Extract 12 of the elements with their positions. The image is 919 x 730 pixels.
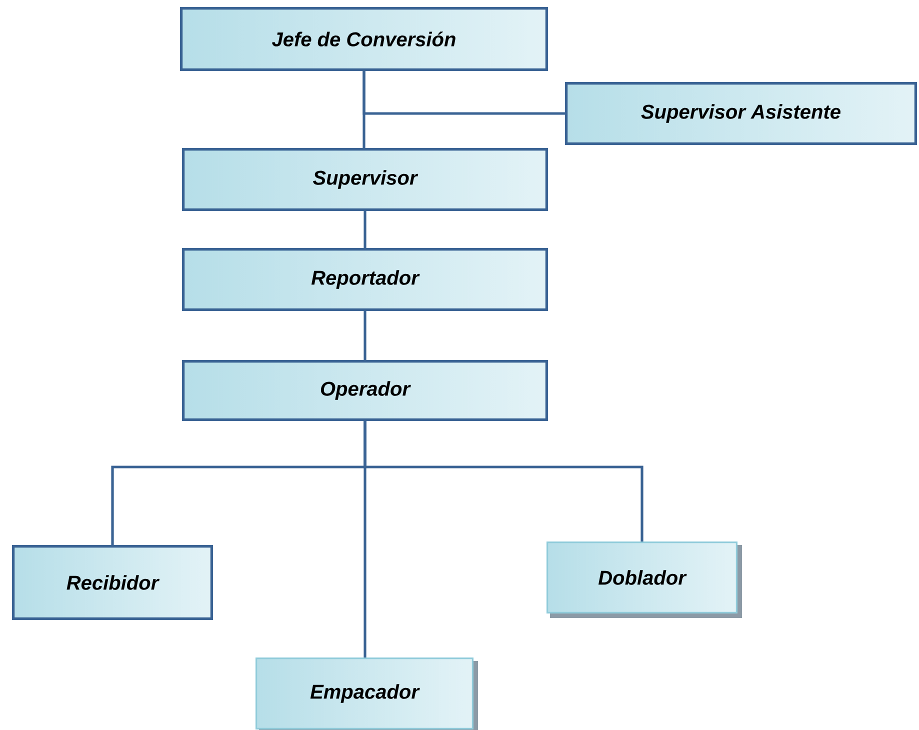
org-box: Empacador: [256, 658, 478, 730]
connector-line: [362, 71, 565, 115]
connector-line: [364, 421, 644, 542]
org-box: Supervisor: [182, 148, 548, 211]
org-box: Doblador: [546, 542, 742, 618]
org-box: Reportador: [182, 248, 548, 311]
org-box: Supervisor Asistente: [565, 82, 917, 145]
org-box: Recibidor: [12, 545, 213, 620]
connector-line: [364, 211, 366, 248]
connector-line: [364, 311, 366, 360]
org-box: Operador: [182, 360, 548, 421]
org-box: Jefe de Conversión: [180, 7, 548, 71]
